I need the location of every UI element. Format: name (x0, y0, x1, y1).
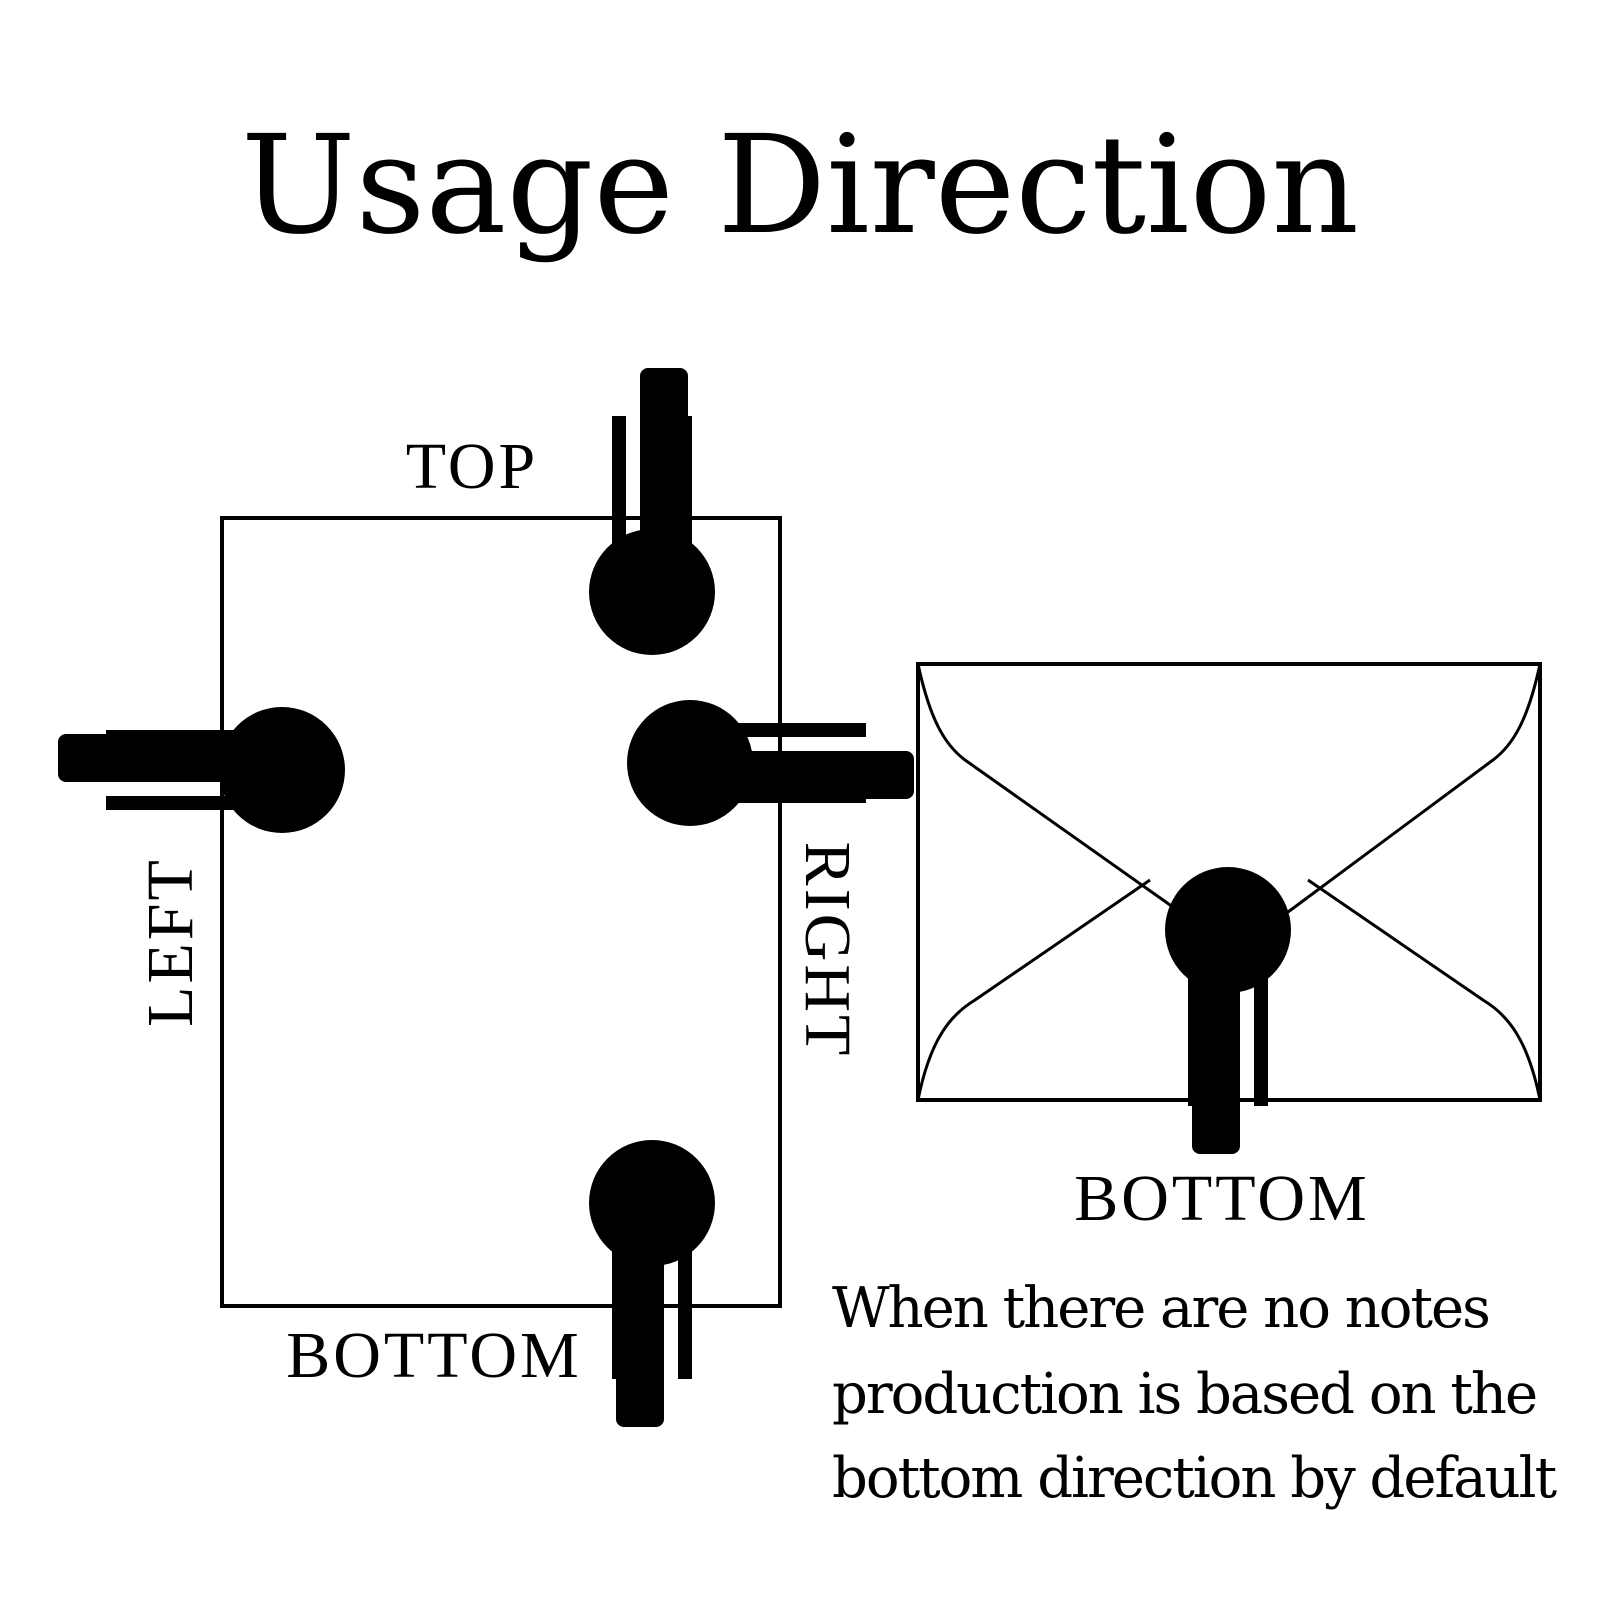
note-line-3: bottom direction by default (832, 1446, 1558, 1511)
page-title: Usage Direction (241, 107, 1359, 265)
seal-clip-icon-bottom (589, 1140, 715, 1427)
label-right: RIGHT (791, 842, 864, 1059)
card-outline (220, 516, 782, 1308)
note-line-1: When there are no notes (832, 1276, 1489, 1341)
label-envelope-bottom: BOTTOM (1074, 1162, 1369, 1235)
note-line-2: production is based on the (832, 1362, 1536, 1427)
label-left: LEFT (134, 857, 207, 1027)
default-direction-note: When there are no notes production is ba… (832, 1276, 1560, 1511)
seal-clip-icon-right (627, 700, 914, 826)
seal-clip-icon-envelope (1165, 867, 1291, 1154)
seal-clip-icon-top (589, 368, 715, 655)
seal-clip-icon-left (58, 707, 345, 833)
label-bottom: BOTTOM (286, 1319, 581, 1392)
label-top: TOP (406, 430, 539, 503)
